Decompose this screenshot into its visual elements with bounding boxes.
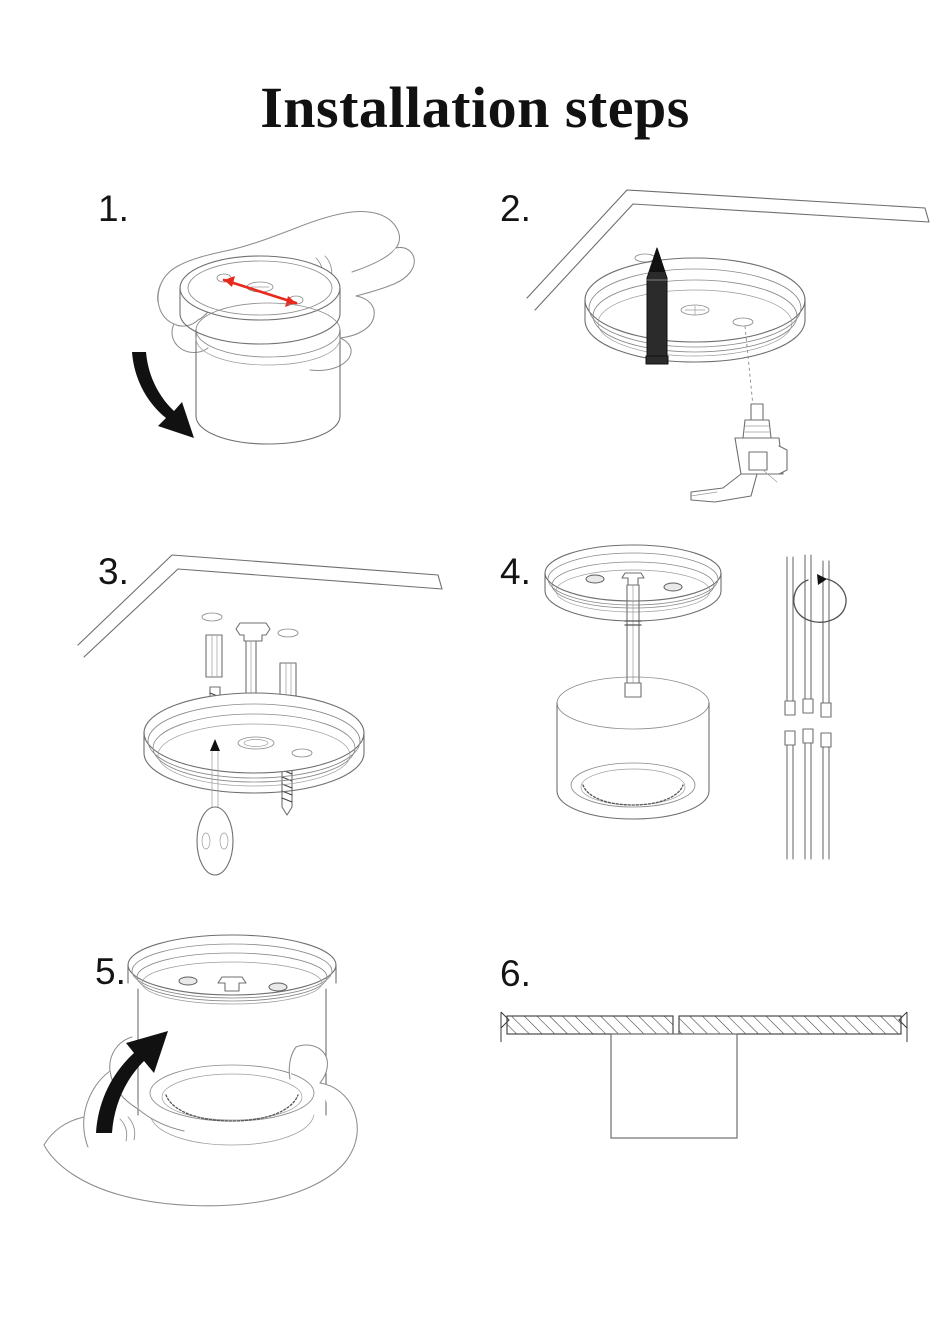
step-6-number: 6. xyxy=(500,953,531,994)
pencil-marking-ceiling-icon xyxy=(505,170,945,503)
step-6: 6. xyxy=(475,930,950,1190)
screw-plate-to-ceiling-icon xyxy=(60,535,450,876)
step-4-number: 4. xyxy=(500,551,531,592)
mounted-cross-section-icon xyxy=(485,990,925,1170)
step-5: 5. xyxy=(0,905,475,1245)
page-title: Installation steps xyxy=(260,75,690,140)
step-2: 2. xyxy=(475,170,950,503)
step-3: 3. xyxy=(0,535,475,876)
step-1: 1. xyxy=(0,170,475,500)
hand-twisting-fixture-icon xyxy=(120,170,420,450)
step-5-number: 5. xyxy=(95,951,126,992)
connect-wires-hang-fixture-icon xyxy=(505,535,905,865)
step-1-number: 1. xyxy=(98,188,129,229)
hand-attaching-body-icon xyxy=(40,905,440,1235)
step-3-number: 3. xyxy=(98,551,129,592)
step-4: 4. xyxy=(475,535,950,875)
step-2-number: 2. xyxy=(500,188,531,229)
